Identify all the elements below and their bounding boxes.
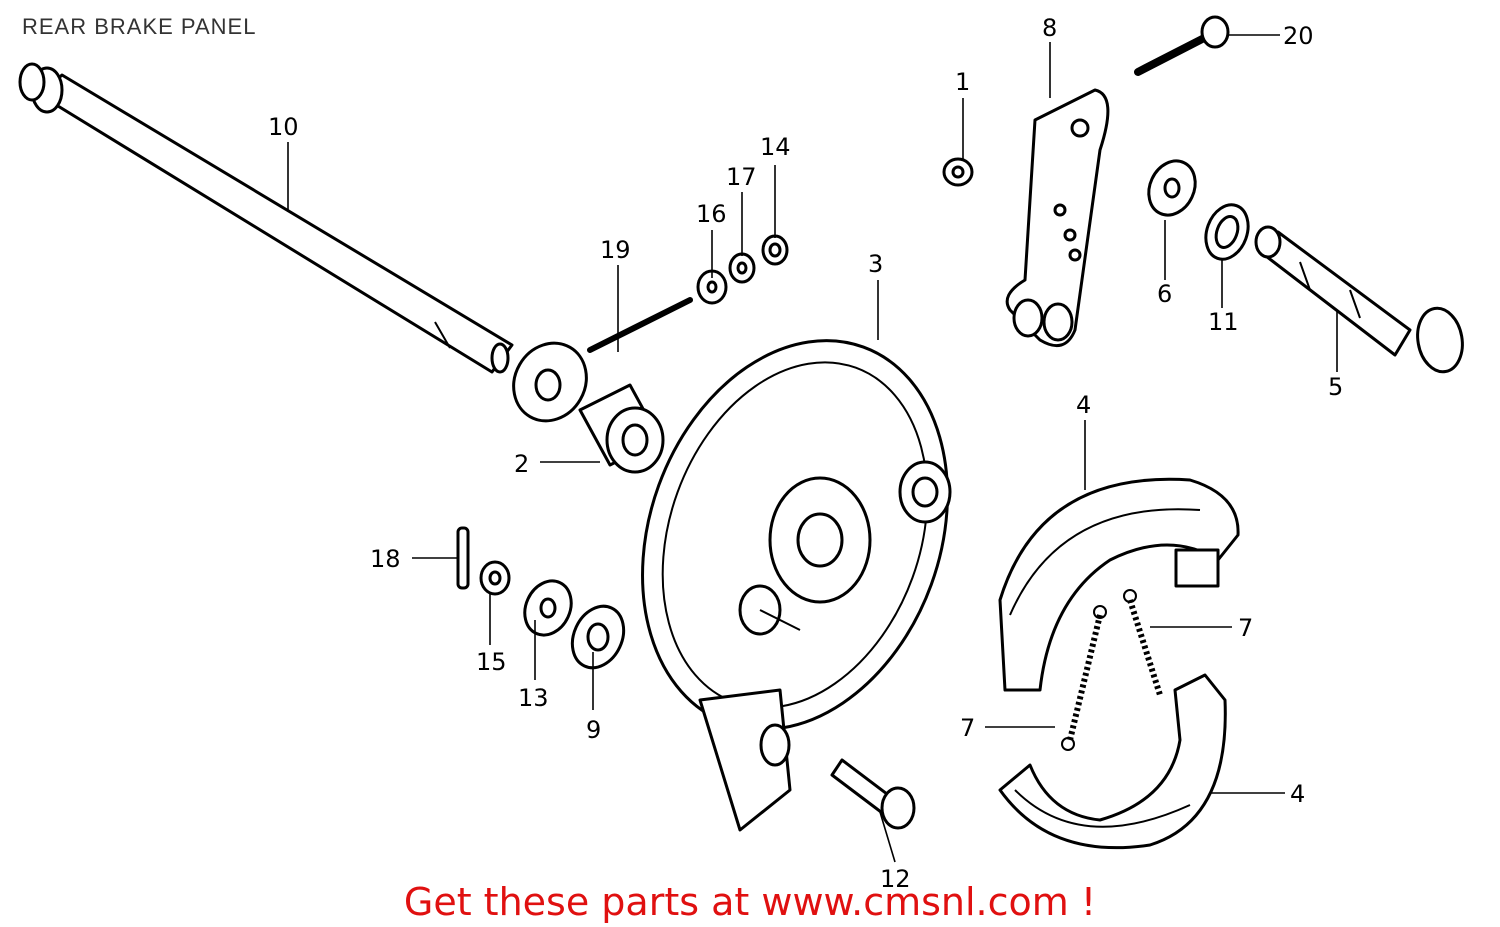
page-title: REAR BRAKE PANEL (22, 14, 257, 39)
callout-8: 8 (1042, 14, 1057, 42)
callout-19: 19 (600, 236, 631, 264)
callout-4-lower: 4 (1290, 780, 1305, 808)
part-13-washer (523, 579, 573, 637)
callout-7-right: 7 (1238, 614, 1253, 642)
callout-11: 11 (1208, 308, 1239, 336)
part-12-pivot-pin (830, 758, 916, 830)
part-11-seal (1204, 203, 1250, 261)
part-6-wear-indicator (1147, 159, 1197, 217)
part-1-fitting (942, 157, 974, 187)
cta-link[interactable]: Get these parts at www.cmsnl.com ! (403, 880, 1097, 924)
callout-17: 17 (726, 163, 757, 191)
callout-2: 2 (514, 450, 529, 478)
part-19-bolt-lug (512, 297, 693, 423)
part-10-axle (18, 62, 514, 374)
part-4-brake-shoe-lower (998, 673, 1227, 850)
part-8-brake-arm (1005, 88, 1110, 348)
callout-9: 9 (586, 716, 601, 744)
callout-18: 18 (370, 545, 401, 573)
callout-6: 6 (1157, 280, 1172, 308)
callout-5: 5 (1328, 373, 1343, 401)
callout-numbers: 10 19 2 3 16 17 14 1 8 20 6 11 5 4 18 15… (268, 14, 1343, 893)
callout-7-left: 7 (960, 714, 975, 742)
callout-20: 20 (1283, 22, 1314, 50)
callout-13: 13 (518, 684, 549, 712)
part-17-washer (728, 252, 756, 284)
part-14-nut (761, 234, 789, 266)
part-20-bolt (1134, 15, 1230, 76)
part-5-brake-cam (1254, 225, 1464, 374)
part-3-brake-panel (641, 339, 952, 832)
callout-10: 10 (268, 113, 299, 141)
part-4-brake-shoe-upper (998, 477, 1240, 692)
leader-lines (287, 34, 1338, 863)
callout-16: 16 (696, 200, 727, 228)
callout-14: 14 (760, 133, 791, 161)
part-15-nut (479, 560, 511, 596)
callout-3: 3 (868, 250, 883, 278)
part-9-seal (570, 604, 626, 670)
callout-1: 1 (955, 68, 970, 96)
callout-4-upper: 4 (1076, 391, 1091, 419)
part-7-spring-b (1123, 589, 1163, 696)
part-18-cotter-pin (456, 526, 470, 590)
part-7-spring-a (1061, 605, 1107, 751)
callout-12: 12 (880, 865, 911, 893)
part-2-collar (578, 383, 665, 474)
callout-15: 15 (476, 648, 507, 676)
